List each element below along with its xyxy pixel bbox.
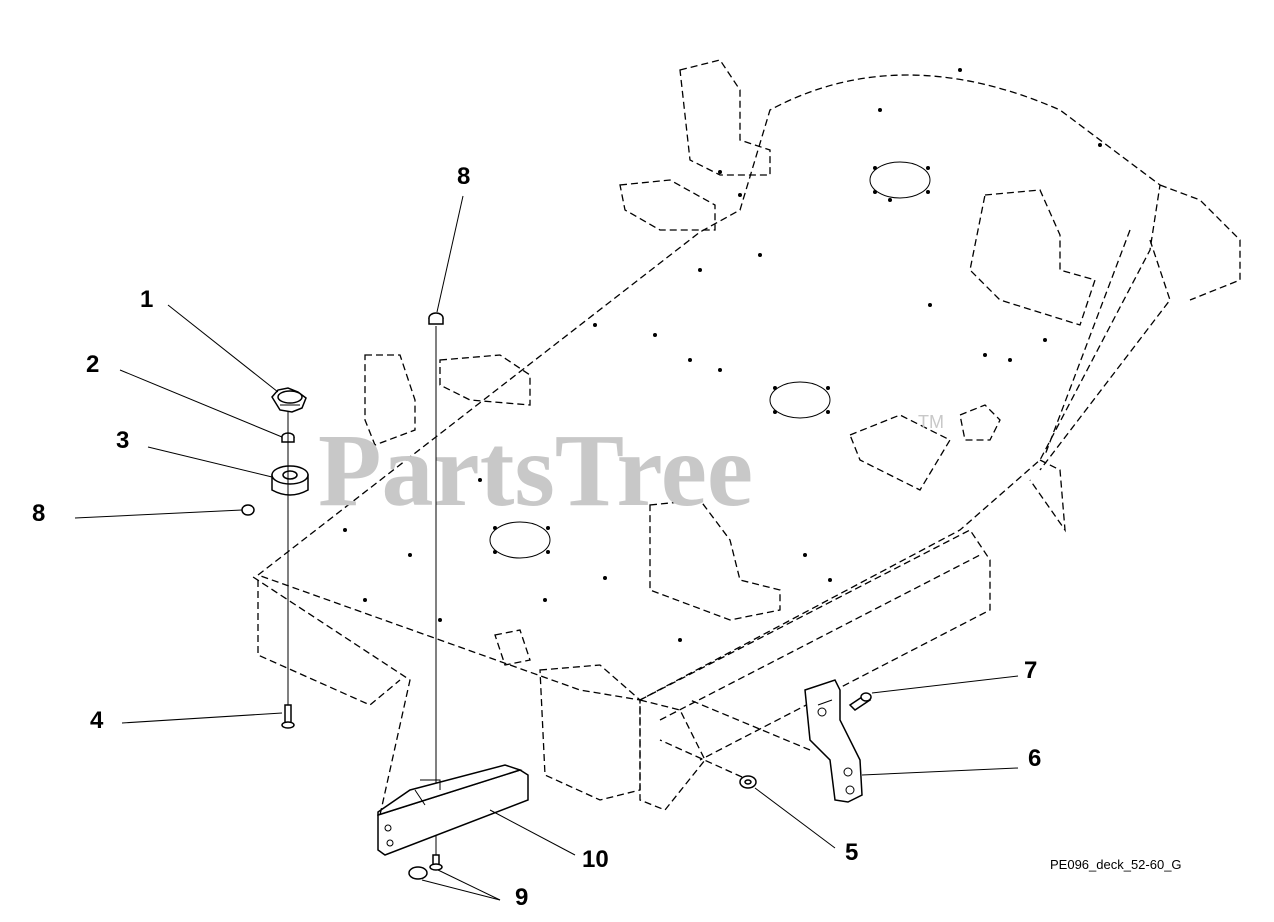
part-7-bolt [848,692,872,711]
callout-4: 4 [90,707,104,734]
deck-brackets [364,59,1096,811]
spindle-opening-right [869,161,931,199]
drawing-code: PE096_deck_52-60_G [1050,857,1182,872]
part-1-knob [271,387,307,413]
deck-holes [343,68,1102,642]
part-5-axis [659,739,743,778]
leader-lines [74,195,1019,901]
spindle-opening-center [769,381,831,419]
part-8-nut-left [241,504,255,516]
callout-8-left: 8 [32,500,45,527]
watermark-text: PartsTree [318,413,753,528]
callout-2: 2 [86,351,99,378]
callout-7: 7 [1024,657,1037,684]
callout-3: 3 [116,427,129,454]
part-7-axis [689,699,811,751]
part-10-baffle [249,574,529,856]
part-3-bushing [271,465,309,496]
callout-labels: 1 2 3 4 5 6 7 8 8 9 10 [32,163,1041,911]
mower-deck [256,74,1241,761]
part-5-nut [739,775,757,789]
part-4-bolt [281,704,295,729]
spindle-opening-left [489,521,551,559]
callout-8-upper: 8 [457,163,470,190]
part-8-nut-upper [428,312,444,325]
part-9-pins [408,854,443,880]
watermark-trademark: TM [918,412,944,432]
callout-1: 1 [140,286,153,313]
callout-5: 5 [845,839,858,866]
callout-10: 10 [582,846,609,873]
part-6-bracket [804,679,863,803]
callout-6: 6 [1028,745,1041,772]
callout-9: 9 [515,884,528,911]
